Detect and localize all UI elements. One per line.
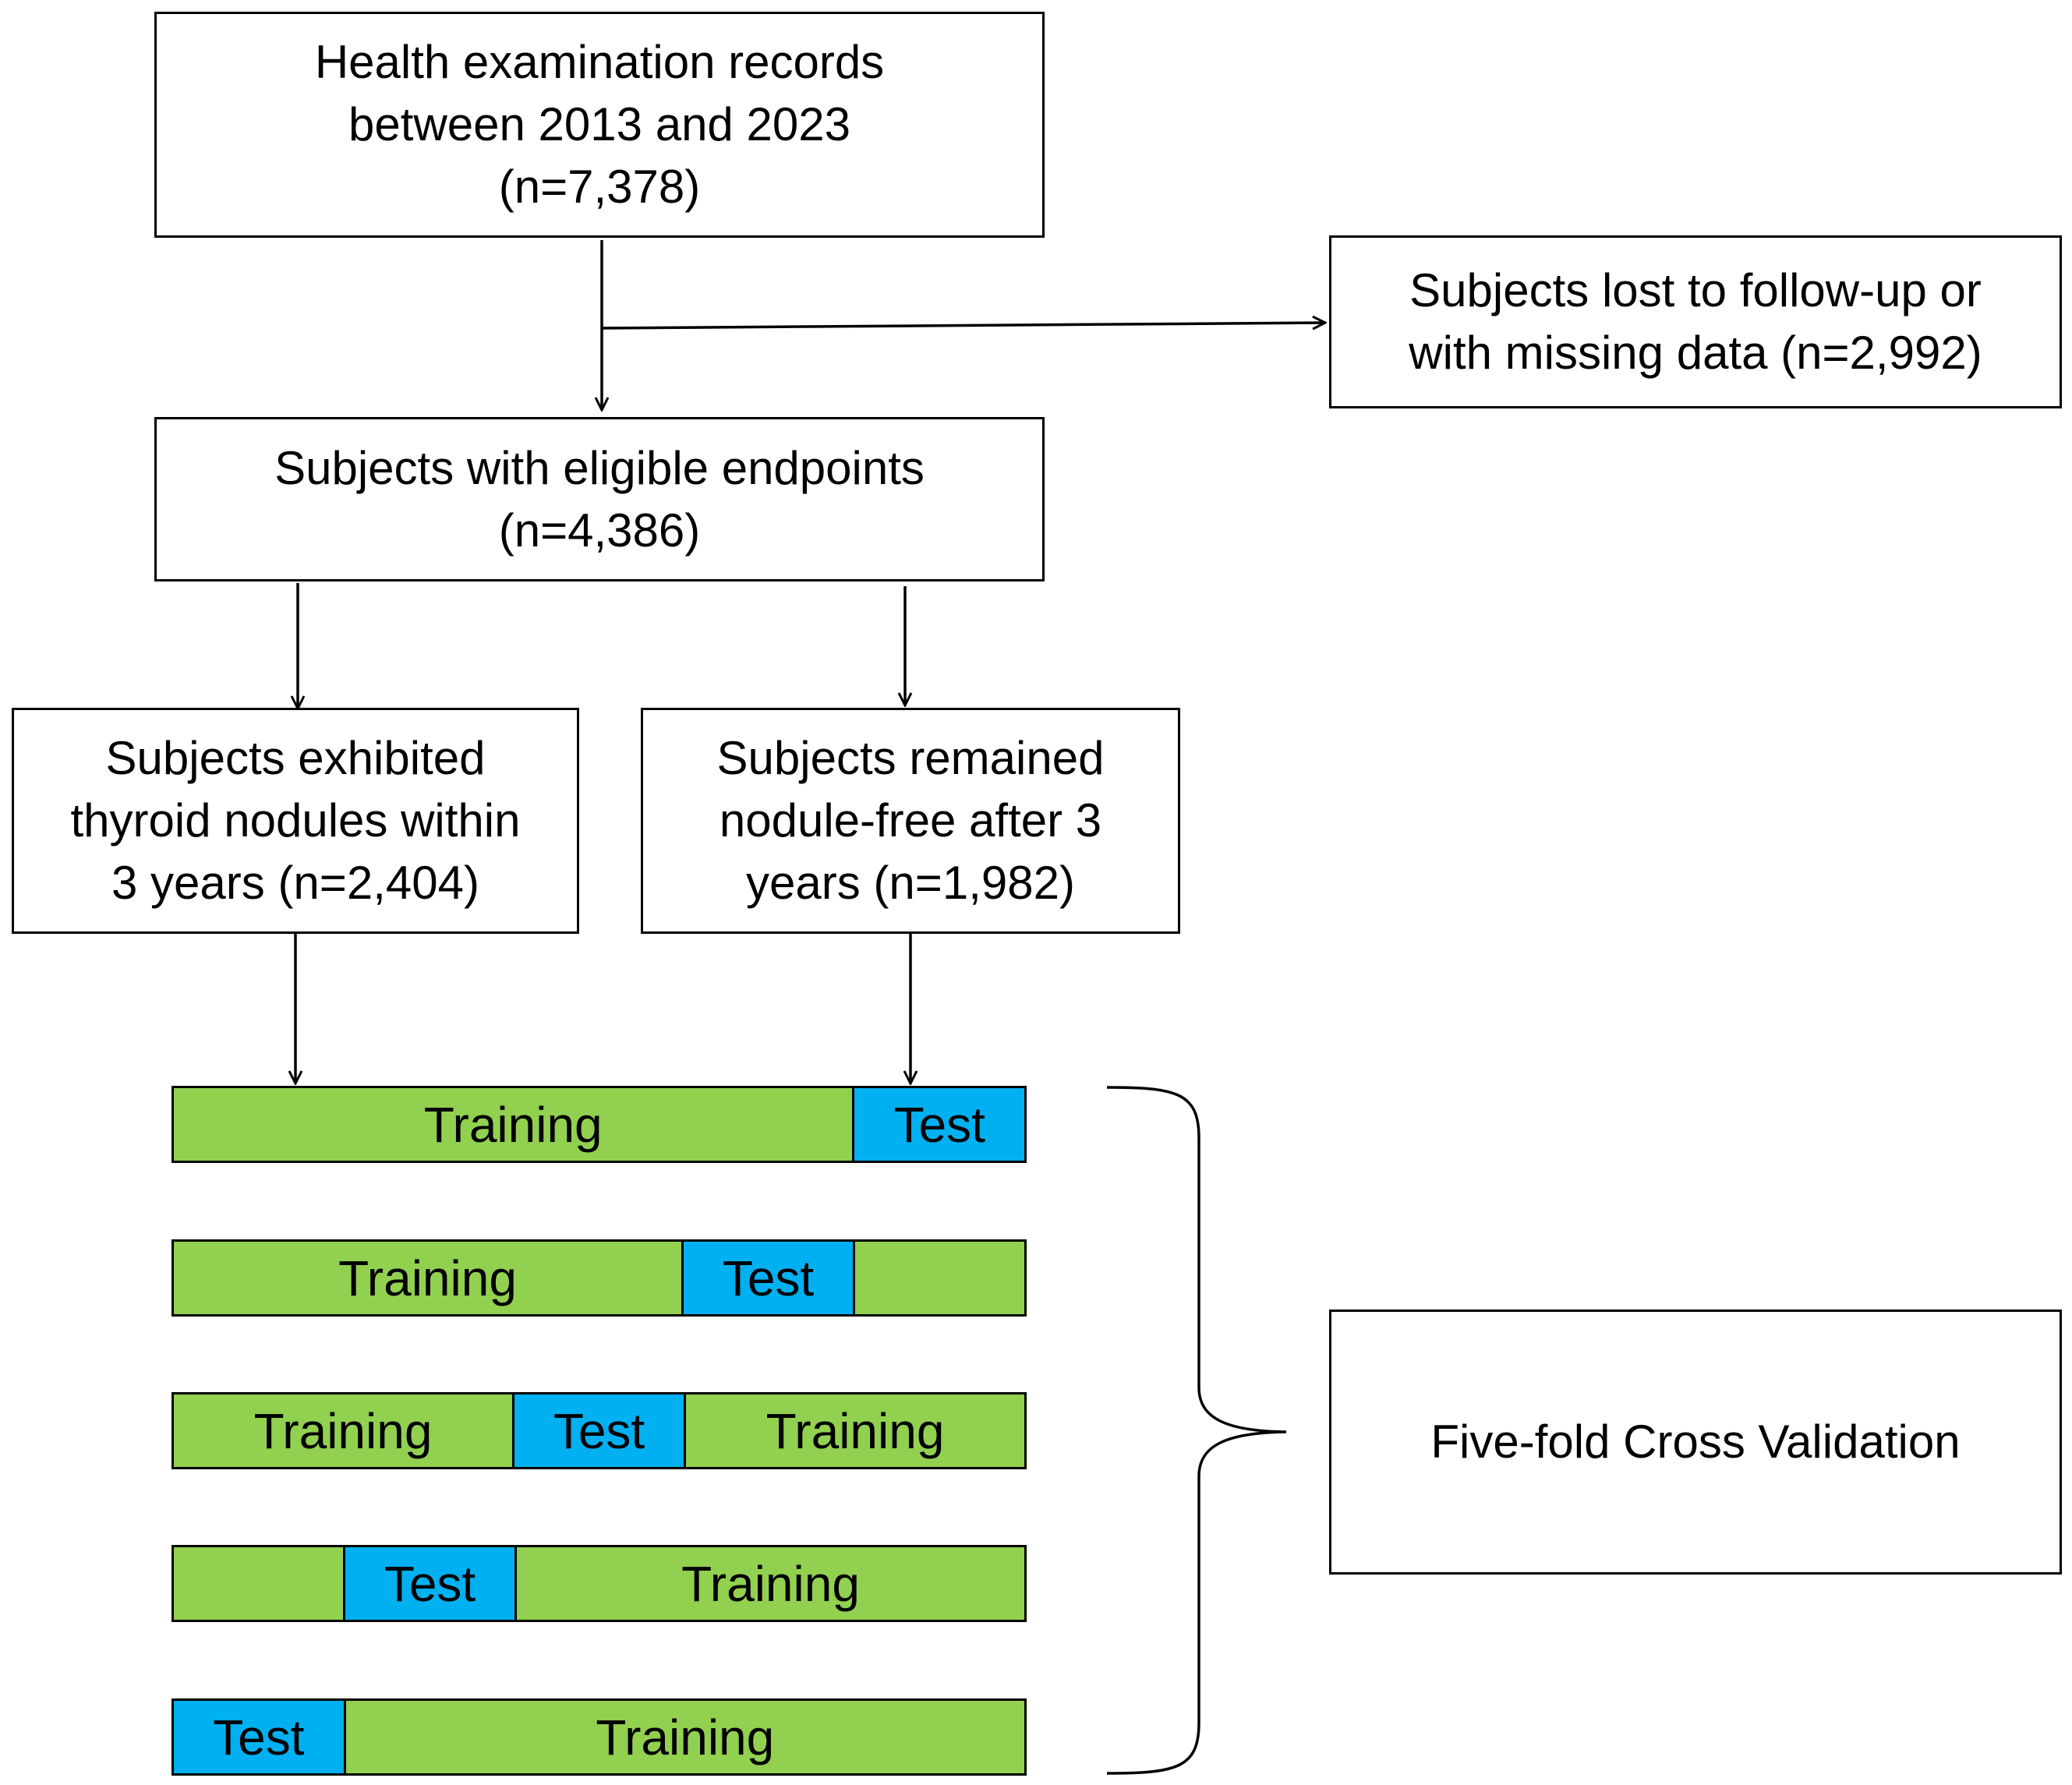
- curly-brace: [1106, 1086, 1287, 1775]
- fold-2-training-segment: Training: [174, 1242, 684, 1314]
- nodules-box: Subjects exhibited thyroid nodules withi…: [12, 708, 579, 934]
- nodule-free-line-2: nodule-free after 3: [719, 794, 1102, 847]
- arrow-to-excluded: [601, 323, 1325, 328]
- eligible-line-2: (n=4,386): [498, 504, 701, 557]
- fold-2-test-segment: Test: [684, 1242, 855, 1314]
- nodules-line-3: 3 years (n=2,404): [111, 857, 479, 909]
- cross-validation-box: Five-fold Cross Validation: [1329, 1310, 2062, 1575]
- fold-3-test-segment: Test: [514, 1394, 686, 1467]
- cross-validation-label: Five-fold Cross Validation: [1430, 1416, 1961, 1468]
- excluded-line-1: Subjects lost to follow-up or: [1409, 264, 1982, 316]
- fold-4-training-segment: [174, 1547, 345, 1620]
- records-line-2: between 2013 and 2023: [348, 98, 850, 150]
- nodules-line-2: thyroid nodules within: [70, 794, 521, 847]
- fold-3-training-segment: Training: [686, 1394, 1027, 1467]
- nodule-free-line-3: years (n=1,982): [746, 857, 1075, 909]
- eligible-box: Subjects with eligible endpoints (n=4,38…: [154, 417, 1045, 581]
- excluded-line-2: with missing data (n=2,992): [1409, 327, 1982, 379]
- fold-1-training-segment: Training: [174, 1088, 855, 1161]
- nodules-line-1: Subjects exhibited: [105, 732, 486, 784]
- eligible-line-1: Subjects with eligible endpoints: [274, 441, 925, 494]
- nodule-free-box: Subjects remained nodule-free after 3 ye…: [641, 708, 1180, 934]
- fold-1-test-segment: Test: [854, 1088, 1027, 1161]
- records-line-3: (n=7,378): [498, 161, 701, 213]
- fold-4-training-segment: Training: [517, 1547, 1027, 1620]
- records-line-1: Health examination records: [314, 36, 885, 88]
- fold-3-training-segment: Training: [174, 1394, 514, 1467]
- fold-4-test-segment: Test: [345, 1547, 517, 1620]
- nodule-free-line-1: Subjects remained: [716, 732, 1105, 784]
- excluded-box: Subjects lost to follow-up or with missi…: [1329, 235, 2062, 408]
- records-box: Health examination records between 2013 …: [154, 12, 1045, 238]
- fold-2-training-segment: [855, 1242, 1027, 1314]
- fold-5-training-segment: Training: [345, 1701, 1027, 1773]
- fold-5-test-segment: Test: [174, 1701, 346, 1773]
